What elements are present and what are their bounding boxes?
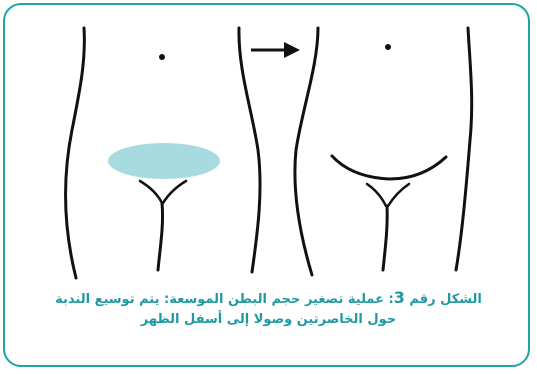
scar-line — [332, 156, 446, 179]
groin-before-left — [140, 181, 162, 203]
navel-before — [159, 54, 165, 60]
groin-after-center — [383, 206, 387, 270]
navel-after — [385, 44, 391, 50]
excision-area — [108, 143, 220, 179]
groin-before-center — [158, 203, 163, 270]
groin-after-right — [388, 184, 409, 206]
right-arrow-icon — [251, 42, 300, 58]
torso-before-left-outline — [66, 28, 85, 278]
groin-before-right — [163, 181, 186, 203]
groin-after-left — [367, 184, 386, 206]
caption-line-1: الشكل رقم 3: عملية تصغير حجم البطن الموس… — [20, 288, 517, 307]
torso-before — [66, 28, 260, 278]
torso-before-right-outline — [239, 28, 260, 272]
torso-after-right-outline — [456, 28, 472, 270]
caption-line-2: حول الخاصرتين وصولا إلى أسفل الظهر — [20, 312, 517, 327]
caption-line-1-text: : عملية تصغير حجم البطن الموسعة: يتم توس… — [55, 292, 394, 307]
torso-after-left-outline — [295, 28, 318, 275]
figure-number: 3 — [394, 288, 405, 307]
torso-after — [295, 28, 472, 275]
caption-prefix: الشكل رقم — [409, 292, 481, 307]
